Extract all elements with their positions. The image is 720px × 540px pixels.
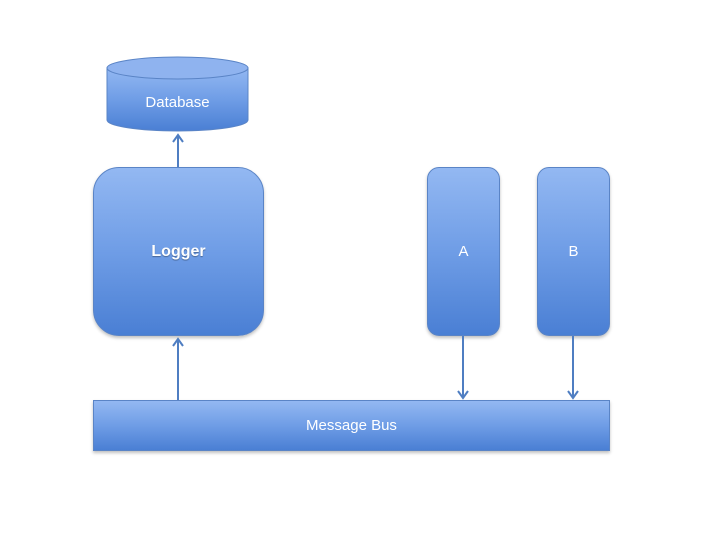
message-bus-label: Message Bus	[306, 417, 397, 434]
logger-label: Logger	[151, 242, 206, 260]
message-bus-node[interactable]: Message Bus	[93, 400, 610, 451]
edge-a-to-bus	[457, 336, 469, 400]
edge-logger-to-database	[172, 133, 184, 167]
edge-bus-to-logger	[172, 337, 184, 400]
edge-b-to-bus	[567, 336, 579, 400]
node-a-label: A	[458, 243, 469, 260]
node-a[interactable]: A	[427, 167, 500, 336]
database-node[interactable]: Database	[106, 56, 249, 132]
database-label: Database	[145, 94, 210, 111]
cylinder-shape	[106, 56, 249, 132]
node-b-label: B	[568, 243, 579, 260]
node-b[interactable]: B	[537, 167, 610, 336]
logger-node[interactable]: Logger	[93, 167, 264, 336]
